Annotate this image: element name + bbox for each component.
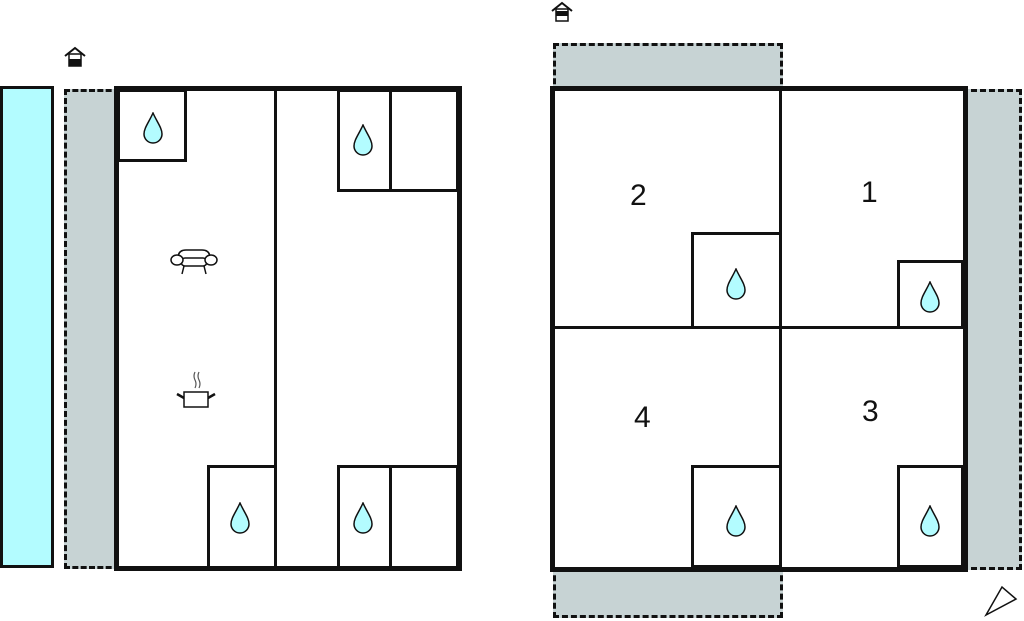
sofa-icon bbox=[168, 246, 220, 276]
room-label-1: 1 bbox=[861, 176, 878, 209]
bathroom-room-2 bbox=[691, 232, 782, 329]
water-drop-icon bbox=[920, 281, 940, 313]
room-label-3: 3 bbox=[862, 395, 879, 428]
water-drop-icon bbox=[353, 124, 373, 156]
water-drop-icon bbox=[230, 502, 250, 534]
water-drop-icon bbox=[143, 112, 163, 144]
wall bbox=[274, 90, 277, 568]
terrace-right bbox=[962, 89, 1022, 570]
terrace-top bbox=[553, 43, 783, 93]
water-drop-icon bbox=[726, 268, 746, 300]
wall bbox=[779, 90, 782, 568]
water-drop-icon bbox=[920, 505, 940, 537]
room-label-2: 2 bbox=[630, 179, 647, 212]
room-label-4: 4 bbox=[634, 401, 651, 434]
entrance-icon bbox=[62, 45, 88, 69]
water-drop-icon bbox=[353, 502, 373, 534]
storage-top-right bbox=[389, 89, 459, 192]
storage-bottom-right bbox=[389, 465, 459, 569]
terrace-bottom bbox=[553, 566, 783, 618]
water-drop-icon bbox=[726, 505, 746, 537]
entrance-icon bbox=[549, 0, 575, 24]
terrace-left bbox=[64, 89, 120, 569]
pool bbox=[0, 86, 54, 568]
north-arrow-icon bbox=[984, 584, 1020, 618]
cooking-pot-icon bbox=[174, 368, 218, 412]
